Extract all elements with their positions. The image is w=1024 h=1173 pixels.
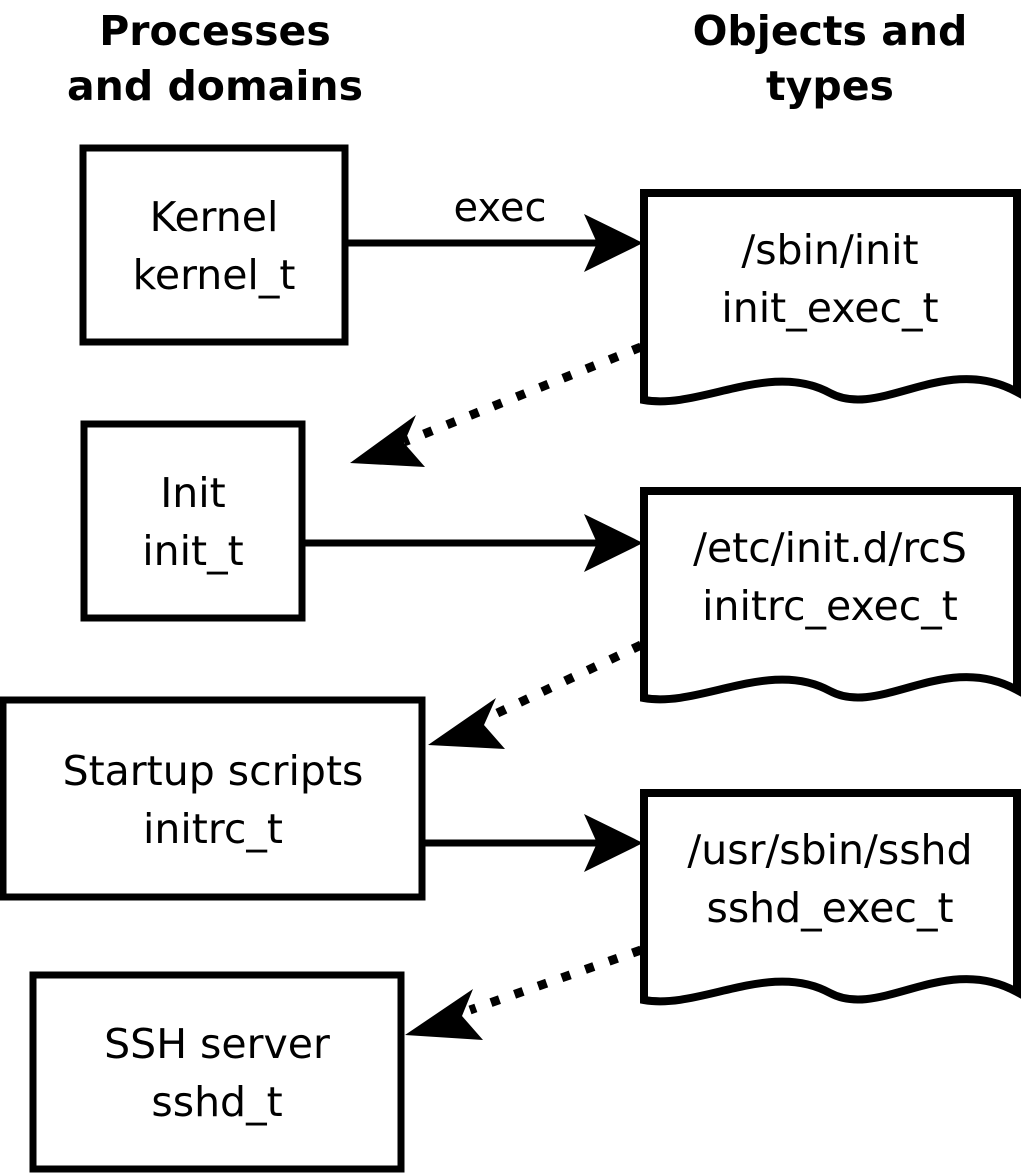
node-init-line1: Init xyxy=(160,469,226,517)
node-sshd-box[interactable] xyxy=(29,971,405,1173)
edge-init_exec-transition-init xyxy=(350,342,643,467)
node-initrc_exec-document-shape[interactable] xyxy=(640,487,1021,704)
column-header-objects: Objects and types xyxy=(693,7,968,110)
node-sshd_exec[interactable]: /usr/sbin/sshd sshd_exec_t xyxy=(640,789,1021,1006)
edge-line-dotted xyxy=(485,640,643,723)
node-init-box[interactable] xyxy=(80,420,306,622)
arrowhead-icon xyxy=(584,214,643,272)
node-init_exec-line1: /sbin/init xyxy=(741,226,918,274)
node-kernel-box[interactable] xyxy=(79,144,349,346)
node-initrc_exec-line2: initrc_exec_t xyxy=(702,582,958,630)
node-initrc_exec[interactable]: /etc/init.d/rcS initrc_exec_t xyxy=(640,487,1021,704)
column-header-processes: Processes and domains xyxy=(67,7,363,110)
arrowhead-icon xyxy=(350,415,425,467)
arrowhead-icon xyxy=(405,989,483,1040)
edge-line-dotted xyxy=(468,945,643,1015)
arrowhead-icon xyxy=(584,814,643,872)
node-initrc-line1: Startup scripts xyxy=(63,747,364,795)
node-init-line2: init_t xyxy=(142,527,243,575)
column-header-objects-line1: Objects and xyxy=(693,7,968,55)
node-sshd[interactable]: SSH server sshd_t xyxy=(29,971,405,1173)
edge-line-dotted xyxy=(402,342,643,447)
node-kernel[interactable]: Kernel kernel_t xyxy=(79,144,349,346)
node-init[interactable]: Init init_t xyxy=(80,420,306,622)
column-header-objects-line2: types xyxy=(766,62,894,110)
node-init_exec-document-shape[interactable] xyxy=(640,189,1021,406)
edge-initrc-exec-sshd_exec xyxy=(425,814,643,872)
column-header-processes-line2: and domains xyxy=(67,62,363,110)
node-sshd_exec-line2: sshd_exec_t xyxy=(706,884,953,932)
node-kernel-line2: kernel_t xyxy=(133,251,296,299)
edge-label-exec: exec xyxy=(454,185,547,231)
edge-sshd_exec-transition-sshd xyxy=(405,945,643,1040)
node-initrc-box[interactable] xyxy=(0,696,426,901)
node-init_exec[interactable]: /sbin/init init_exec_t xyxy=(640,189,1021,406)
edge-init-exec-initrc_exec xyxy=(305,514,643,572)
node-initrc_exec-line1: /etc/init.d/rcS xyxy=(693,524,967,572)
edge-initrc_exec-transition-initrc xyxy=(428,640,643,749)
node-sshd-line1: SSH server xyxy=(104,1020,330,1068)
arrowhead-icon xyxy=(428,698,505,749)
node-kernel-line1: Kernel xyxy=(150,193,279,241)
node-init_exec-line2: init_exec_t xyxy=(721,284,938,332)
arrowhead-icon xyxy=(584,514,643,572)
node-sshd-line2: sshd_t xyxy=(151,1078,282,1126)
column-header-processes-line1: Processes xyxy=(99,7,331,55)
edge-kernel-exec-init_exec: exec xyxy=(348,185,643,272)
node-initrc-line2: initrc_t xyxy=(143,805,283,853)
node-sshd_exec-line1: /usr/sbin/sshd xyxy=(687,826,972,874)
node-initrc[interactable]: Startup scripts initrc_t xyxy=(0,696,426,901)
node-sshd_exec-document-shape[interactable] xyxy=(640,789,1021,1006)
